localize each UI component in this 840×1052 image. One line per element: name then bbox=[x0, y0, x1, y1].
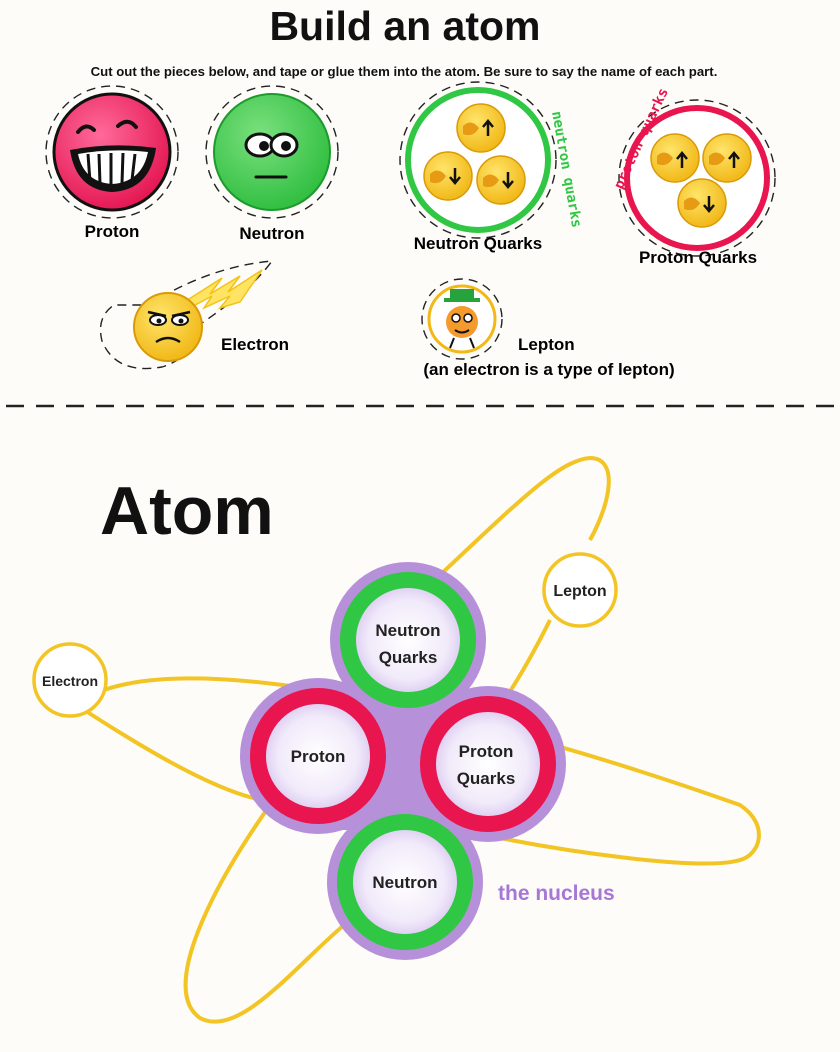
orbit-path bbox=[103, 676, 761, 866]
orbit-path bbox=[70, 700, 263, 802]
instructions-text: Cut out the pieces below, and tape or gl… bbox=[91, 64, 718, 79]
electron-piece[interactable] bbox=[99, 260, 274, 370]
proton-piece[interactable] bbox=[45, 85, 179, 219]
nucleus-label: the nucleus bbox=[498, 882, 615, 905]
lightning-tail-icon bbox=[176, 269, 263, 313]
atom-neutron-quarks-label-line1: Neutron bbox=[375, 621, 440, 640]
down-quark-icon bbox=[476, 155, 526, 205]
atom-neutron-quarks-label-line2: Quarks bbox=[379, 648, 438, 667]
proton-quarks-piece[interactable] bbox=[618, 99, 776, 257]
up-quark-icon bbox=[456, 103, 506, 153]
neutron-piece[interactable] bbox=[205, 85, 339, 219]
atom-electron-label: Electron bbox=[42, 673, 98, 689]
down-quark-icon bbox=[677, 178, 727, 228]
up-quark-icon bbox=[702, 133, 752, 183]
atom-lepton-label: Lepton bbox=[553, 583, 606, 600]
proton-label: Proton bbox=[85, 222, 140, 241]
atom-neutron-label: Neutron bbox=[372, 873, 437, 892]
atom-slot-electron[interactable]: Electron bbox=[32, 642, 108, 718]
lepton-label: Lepton bbox=[518, 335, 575, 354]
proton-quarks-label: Proton Quarks bbox=[639, 248, 757, 267]
lepton-piece[interactable] bbox=[421, 278, 503, 360]
atom-proton-label: Proton bbox=[291, 747, 346, 766]
grinning-face-icon bbox=[70, 119, 156, 192]
neutron-quarks-handwritten-label: neutron quarks bbox=[548, 110, 584, 229]
neutron-label: Neutron bbox=[239, 224, 304, 243]
neutron-quarks-label: Neutron Quarks bbox=[414, 234, 542, 253]
page-title: Build an atom bbox=[269, 3, 540, 49]
atom-heading: Atom bbox=[100, 473, 274, 549]
leprechaun-icon bbox=[444, 289, 480, 349]
atom-slot-neutron-quarks[interactable]: Neutron Quarks bbox=[340, 572, 476, 708]
neutral-face-icon bbox=[244, 132, 299, 179]
atom-slot-proton[interactable]: Proton bbox=[250, 688, 386, 824]
up-quark-icon bbox=[650, 133, 700, 183]
down-quark-icon bbox=[423, 151, 473, 201]
orbit-path bbox=[438, 455, 611, 577]
atom-proton-quarks-label-line1: Proton bbox=[459, 742, 514, 761]
grumpy-face-icon bbox=[133, 292, 203, 362]
nucleus: Neutron Quarks Proton Proton Quarks Neut… bbox=[240, 562, 566, 960]
atom-slot-proton-quarks[interactable]: Proton Quarks bbox=[420, 696, 556, 832]
electron-label: Electron bbox=[221, 335, 289, 354]
atom-slot-neutron[interactable]: Neutron bbox=[337, 814, 473, 950]
atom-proton-quarks-label-line2: Quarks bbox=[457, 769, 516, 788]
neutron-quarks-piece[interactable] bbox=[399, 81, 557, 239]
lepton-note: (an electron is a type of lepton) bbox=[423, 360, 674, 379]
orbit-path bbox=[183, 803, 352, 1024]
atom-slot-lepton[interactable]: Lepton bbox=[542, 552, 618, 628]
